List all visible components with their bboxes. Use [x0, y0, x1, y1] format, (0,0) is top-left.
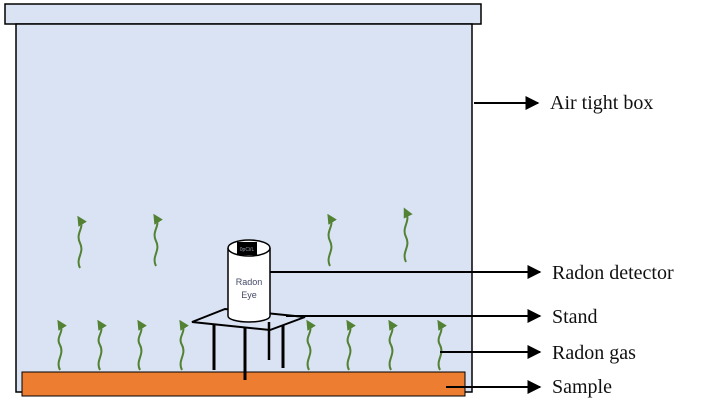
device-screen-text: 0pCi/L — [240, 247, 255, 253]
device-name-line1: Radon — [236, 277, 263, 287]
device-name-line2: Eye — [241, 290, 257, 300]
gas-arrow-icon — [388, 319, 398, 371]
gas-arrow-icon — [179, 319, 189, 371]
box-lid — [4, 3, 482, 25]
label-radon-detector: Radon detector — [552, 262, 674, 284]
gas-arrow-icon — [97, 319, 107, 371]
radon-gas-lower — [57, 319, 447, 371]
label-stand: Stand — [552, 306, 598, 328]
gas-arrow-icon — [403, 207, 413, 263]
label-sample: Sample — [552, 376, 612, 398]
radon-gas-upper — [77, 207, 413, 269]
gas-arrow-icon — [137, 319, 147, 371]
device-body — [227, 248, 271, 323]
gas-arrow-icon — [306, 319, 316, 371]
gas-arrow-icon — [153, 213, 163, 267]
gas-arrow-icon — [327, 213, 337, 267]
radon-eye-device: 0pCi/L Radon Eye — [227, 239, 271, 323]
label-air-tight-box: Air tight box — [550, 92, 654, 114]
gas-arrow-icon — [57, 319, 67, 371]
label-radon-gas: Radon gas — [552, 342, 636, 364]
gas-arrow-icon — [346, 319, 356, 371]
device-screen — [237, 242, 257, 255]
gas-arrow-icon — [77, 215, 87, 269]
gas-arrow-icon — [437, 319, 447, 371]
